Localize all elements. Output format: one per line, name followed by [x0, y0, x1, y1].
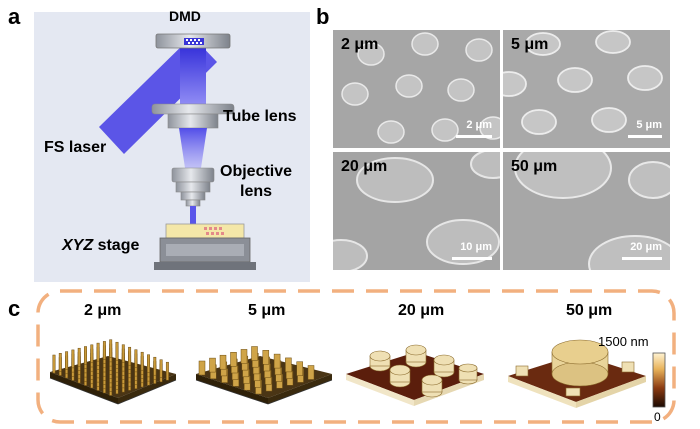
afm-pillar — [307, 365, 315, 380]
sem-texture — [514, 152, 670, 270]
objective-body — [171, 167, 215, 183]
colorbar-min-label: 0 — [654, 410, 661, 424]
sem-title-2um: 2 μm — [341, 36, 379, 53]
afm-plot-50um — [508, 339, 646, 408]
stage-word: stage — [93, 237, 140, 254]
afm-pillar — [90, 344, 94, 364]
scale-bar-20um — [452, 257, 492, 260]
scale-bar-label-20um: 10 μm — [460, 241, 492, 253]
afm-pillars — [198, 346, 315, 395]
afm-title-2um: 2 μm — [84, 302, 122, 319]
tube-lens-label: Tube lens — [223, 108, 297, 125]
sem-texture — [333, 152, 500, 270]
scale-bar-50um — [622, 257, 662, 260]
afm-pillar — [65, 351, 69, 370]
afm-plot-2um — [49, 339, 177, 405]
scale-bar-label-2um: 2 μm — [466, 119, 492, 131]
afm-plot-20um — [346, 344, 484, 406]
afm-pillar — [165, 361, 169, 381]
afm-colorbar — [652, 352, 666, 408]
afm-pillar — [262, 350, 270, 365]
sem-image-2um: 2 μm 2 μm — [333, 30, 500, 148]
afm-pillars — [52, 339, 169, 396]
sem-image-grid: 2 μm 2 μm 5 μm 5 μm 20 μm 10 μm — [333, 30, 670, 270]
dmd-chip — [184, 38, 204, 45]
panel-a-letter: a — [8, 4, 21, 29]
fs-laser-label: FS laser — [44, 139, 107, 156]
scale-bar-5um — [628, 135, 662, 138]
stage-pattern — [204, 227, 224, 235]
xyz-stage-label: XYZ stage — [62, 237, 139, 255]
afm-pillar — [134, 349, 138, 368]
afm-pillar — [159, 359, 163, 378]
afm-pillar — [273, 353, 281, 369]
afm-edge-pillars — [515, 361, 635, 397]
beam-dmd-to-tube — [180, 42, 206, 104]
optical-setup-diagram — [99, 33, 256, 270]
sem-title-50um: 50 μm — [511, 158, 558, 175]
afm-pillar — [240, 349, 248, 364]
sem-image-5um: 5 μm 5 μm — [503, 30, 670, 148]
afm-pillar — [102, 341, 106, 360]
afm-pillar — [52, 354, 56, 374]
tube-lens-body — [167, 113, 219, 129]
afm-pillar — [147, 354, 150, 373]
scale-bar-2um — [456, 135, 492, 138]
afm-pillar — [128, 346, 132, 366]
colorbar-max-label: 1500 nm — [598, 334, 649, 349]
stage-platform — [165, 223, 245, 239]
optical-setup-panel — [34, 12, 310, 282]
sem-image-50um: 50 μm 20 μm — [503, 152, 670, 270]
panel-b-letter: b — [316, 4, 330, 29]
afm-pillar — [153, 356, 157, 376]
afm-pillar — [251, 346, 258, 361]
afm-pillar — [219, 354, 227, 370]
sem-title-5um: 5 μm — [511, 36, 549, 53]
afm-large-pillar — [551, 339, 609, 387]
afm-pillar — [115, 341, 119, 361]
afm-pillar — [71, 349, 75, 369]
xyz-italic: XYZ — [62, 237, 94, 254]
afm-plot-5um — [195, 346, 333, 405]
objective-label-line2: lens — [240, 183, 273, 200]
afm-pillar — [230, 352, 237, 367]
afm-pillar — [58, 353, 62, 372]
sem-texture — [503, 30, 663, 135]
afm-pillar — [296, 361, 303, 376]
sem-title-20um: 20 μm — [341, 158, 388, 175]
afm-pillars — [369, 344, 478, 398]
scale-bar-label-5um: 5 μm — [636, 119, 662, 131]
afm-pillar — [84, 346, 87, 365]
afm-pillar — [96, 342, 100, 362]
afm-pillar — [198, 360, 206, 376]
afm-pillar — [121, 344, 125, 363]
dmd-label: DMD — [169, 8, 201, 24]
afm-pillar — [77, 347, 81, 367]
afm-pillar — [209, 357, 216, 373]
afm-title-20um: 20 μm — [398, 302, 445, 319]
objective-label-line1: Objective — [220, 163, 293, 180]
afm-title-5um: 5 μm — [248, 302, 286, 319]
focused-beam — [190, 206, 196, 236]
afm-pillar — [140, 351, 144, 371]
beam-tube-to-objective — [179, 128, 207, 168]
afm-title-50um: 50 μm — [566, 302, 613, 319]
sem-texture — [341, 32, 500, 144]
sem-image-20um: 20 μm 10 μm — [333, 152, 500, 270]
afm-pillar — [285, 357, 292, 373]
tube-lens-top — [151, 103, 235, 115]
panel-c-letter: c — [8, 296, 21, 321]
afm-pillar — [109, 339, 113, 358]
scale-bar-label-50um: 20 μm — [630, 241, 662, 253]
